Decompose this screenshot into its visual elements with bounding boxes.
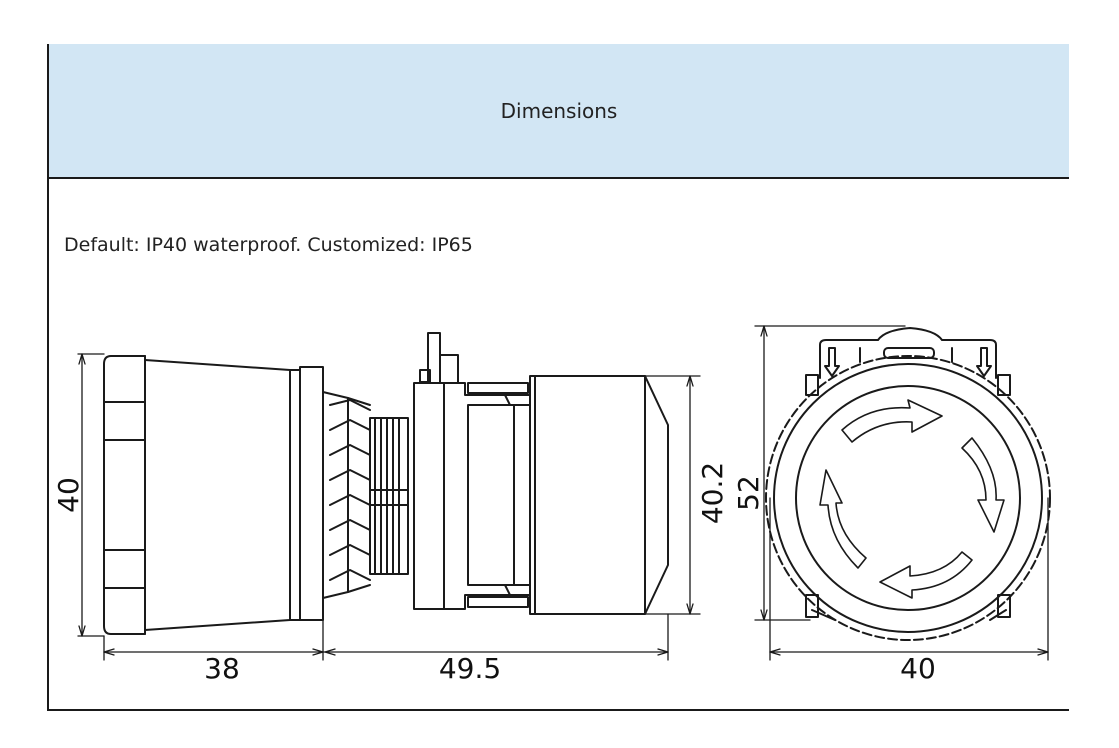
mushroom-head	[103, 355, 301, 635]
header-divider	[47, 177, 1069, 179]
left-tab-top	[805, 374, 819, 396]
dim-body-height: 40.2	[696, 462, 729, 524]
flange-ring	[299, 366, 324, 621]
header-band	[49, 44, 1069, 177]
side-view	[77, 332, 701, 661]
knurled-rim	[765, 355, 1051, 641]
contact-block	[513, 375, 669, 615]
frame-bottom-border	[47, 709, 1069, 711]
header-title: Dimensions	[500, 98, 618, 123]
inner-ring	[795, 385, 1021, 611]
twist-release-arrows	[819, 399, 1005, 599]
threaded-neck	[369, 417, 409, 575]
dim-front-height: 52	[732, 475, 765, 511]
dim-head-depth: 38	[204, 652, 240, 685]
side-dimension-lines	[77, 353, 701, 661]
dim-side-height: 40	[52, 477, 85, 513]
top-clip	[819, 327, 997, 379]
ip-rating-note: Default: IP40 waterproof. Customized: IP…	[64, 234, 473, 256]
outer-ring	[773, 363, 1043, 633]
dim-front-width: 40	[900, 652, 936, 685]
right-tab-top	[997, 374, 1011, 396]
left-tab-bottom	[805, 594, 819, 618]
front-dimension-lines	[754, 325, 1049, 661]
mounting-adaptor	[413, 332, 531, 610]
frame-left-border	[47, 44, 49, 711]
right-tab-bottom	[997, 594, 1011, 618]
dim-body-depth: 49.5	[439, 652, 501, 685]
knurled-nut	[322, 391, 371, 599]
front-view	[754, 325, 1051, 661]
